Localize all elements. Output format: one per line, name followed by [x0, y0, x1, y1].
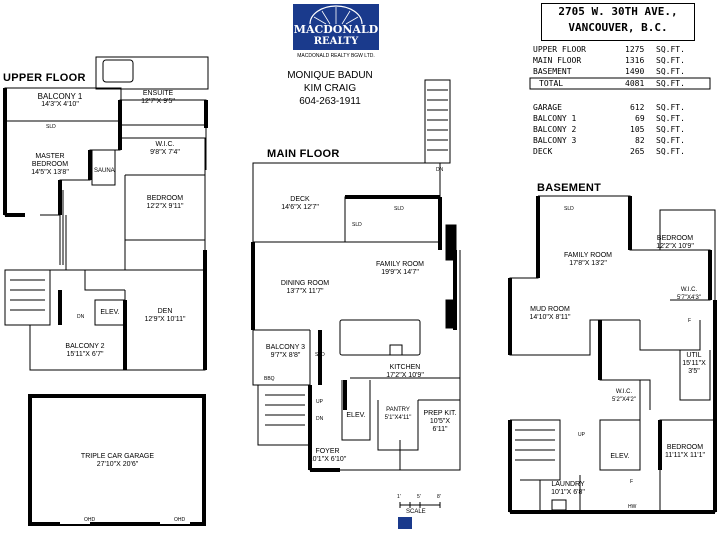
scale-tick-3: 8' — [437, 494, 441, 500]
scale-bar — [399, 502, 441, 508]
garage-outline — [28, 394, 206, 526]
room-elev-upper: ELEV. — [100, 309, 120, 316]
agent-name-2: KIM CRAIG — [303, 83, 357, 94]
room-wic-basement-2: W.I.C.5'2"X4'2" — [612, 389, 636, 403]
small-logo — [398, 517, 412, 529]
mark-sld: SLD — [46, 124, 56, 130]
mark-ohd: OHD — [84, 517, 96, 523]
mark-sld: SLD — [315, 352, 325, 358]
main-floor-title: MAIN FLOOR — [267, 148, 340, 160]
logo-line2: REALTY — [313, 36, 359, 47]
room-elev-basement: ELEV. — [610, 453, 630, 460]
scale-tick-2: 5' — [417, 494, 421, 500]
mark-dn: DN — [77, 314, 85, 320]
mark-ohd: OHD — [174, 517, 186, 523]
scale-tick-1: 1' — [397, 494, 401, 500]
agent-name-1: MONIQUE BADUN — [287, 70, 373, 81]
mark-dn: DN — [316, 416, 324, 422]
mark-dn: DN — [436, 167, 444, 173]
address-street: 2705 W. 30TH AVE., — [558, 5, 678, 18]
upper-floor-title: UPPER FLOOR — [3, 72, 86, 84]
basement-title: BASEMENT — [537, 182, 602, 194]
mark-sld: SLD — [564, 206, 574, 212]
basement-walls — [508, 196, 717, 514]
agent-phone: 604-263-1911 — [299, 96, 361, 107]
mark-sld: SLD — [352, 222, 362, 228]
mark-f: F — [630, 479, 634, 485]
address-box: 2705 W. 30TH AVE., VANCOUVER, B.C. — [541, 3, 695, 41]
room-wic-basement-1: W.I.C.5'7"X4'3" — [677, 287, 701, 301]
mark-sld: SLD — [394, 206, 404, 212]
room-sauna: SAUNA — [94, 168, 115, 174]
brand-logo: MACDONALD REALTY — [293, 23, 379, 48]
mark-up: UP — [578, 432, 585, 438]
mark-bbq: BBQ — [264, 376, 275, 382]
address-city: VANCOUVER, B.C. — [568, 21, 668, 34]
logo-line1: MACDONALD — [293, 23, 379, 36]
upper-floor-walls — [3, 88, 208, 370]
scale-label: SCALE — [406, 509, 426, 515]
mark-up: UP — [316, 399, 323, 405]
mark-f: F — [688, 318, 692, 324]
room-wic-upper: W.I.C.9'8"X 7'4" — [150, 141, 180, 156]
brand-tagline: MACDONALD REALTY BGW LTD. — [297, 53, 375, 59]
mark-hw: HW — [628, 504, 637, 510]
room-elev-main: ELEV. — [346, 412, 366, 419]
total-row-box — [529, 77, 711, 90]
